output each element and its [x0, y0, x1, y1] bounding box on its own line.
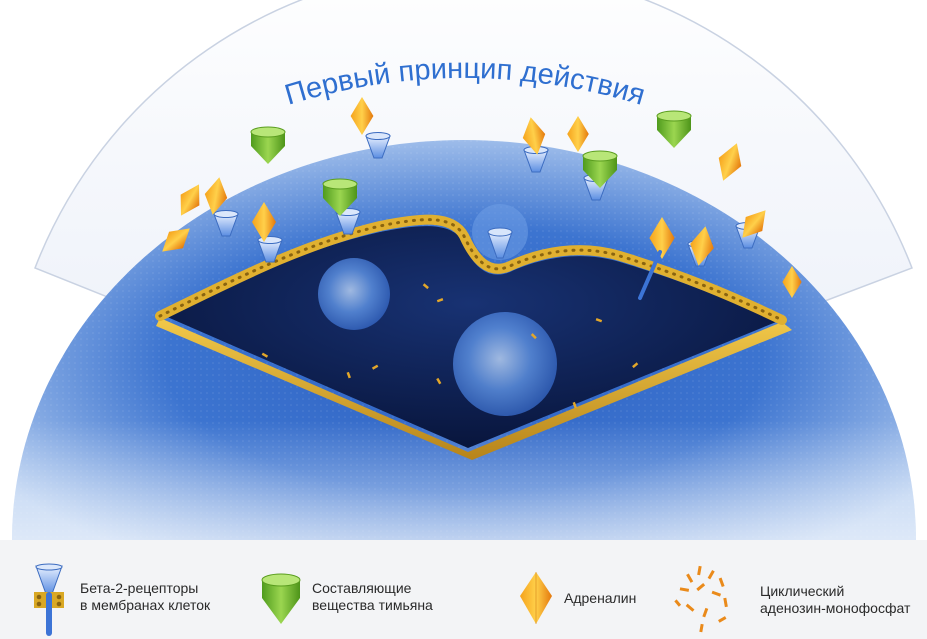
legend-item-thyme: Составляющие вещества тимьяна	[312, 580, 433, 614]
legend-band	[0, 540, 927, 639]
legend-label-line1: Адреналин	[564, 590, 637, 606]
legend-item-beta2: Бета-2-рецепторы в мембранах клеток	[80, 580, 210, 614]
legend-label-line1: Составляющие	[312, 580, 412, 596]
surface-molecules	[162, 97, 802, 300]
adrenaline-molecule	[252, 202, 276, 242]
adrenaline-molecule	[742, 210, 766, 238]
thyme-molecule	[656, 110, 692, 148]
beta2-receptor-icon	[34, 563, 64, 636]
adrenaline-molecule	[718, 143, 742, 181]
adrenaline-molecule	[522, 117, 546, 155]
legend-label-line2: аденозин-монофосфат	[760, 600, 911, 616]
thyme-molecule	[582, 150, 618, 188]
thyme-molecule	[250, 126, 286, 164]
cell-cutaway	[155, 204, 792, 460]
camp-icon	[674, 565, 728, 633]
cell-membrane	[155, 214, 787, 325]
adrenaline-molecule	[649, 217, 675, 259]
thyme-substance-icon	[261, 573, 301, 624]
vesicle	[318, 258, 390, 330]
adrenaline-icon	[520, 572, 552, 624]
legend-label-line2: вещества тимьяна	[312, 597, 433, 613]
receptor-tail	[638, 250, 662, 300]
legend-item-adrenaline: Адреналин	[564, 590, 636, 607]
receptor-molecule	[213, 210, 239, 237]
receptor-molecule	[365, 132, 391, 159]
adrenaline-molecule	[690, 226, 714, 266]
legend-label-line1: Бета-2-рецепторы	[80, 580, 199, 596]
adrenaline-molecule	[782, 266, 802, 298]
adrenaline-molecule	[162, 228, 190, 252]
thyme-molecule	[322, 178, 358, 216]
adrenaline-molecule	[204, 177, 228, 215]
legend-label-line1: Циклический	[760, 583, 845, 599]
vesicle	[453, 312, 557, 416]
legend-label-line2: в мембранах клеток	[80, 597, 211, 613]
legend-item-camp: Циклический аденозин-монофосфат	[760, 583, 910, 617]
adrenaline-molecule	[180, 184, 200, 216]
